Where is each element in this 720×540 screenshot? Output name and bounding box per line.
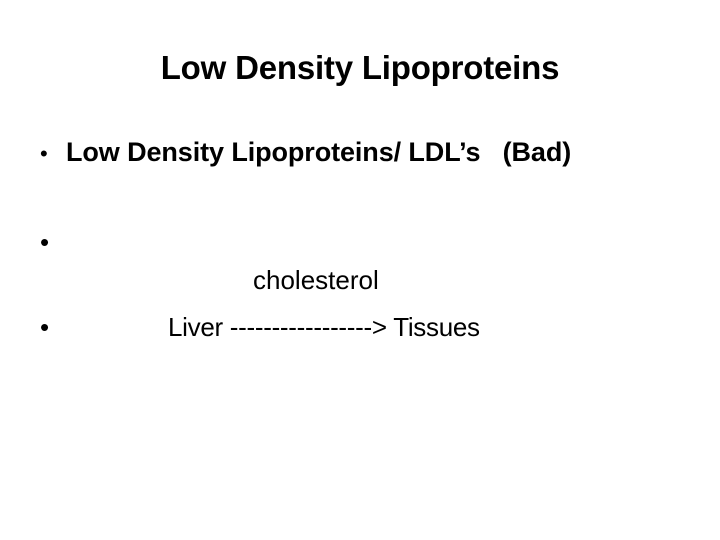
list-item: • Liver -----------------> Tissues: [40, 311, 700, 343]
page-title: Low Density Lipoproteins: [160, 49, 560, 86]
list-item: • Low Density Lipoproteins/ LDL’s (Bad): [40, 136, 700, 170]
bullet-icon: •: [40, 312, 50, 342]
list-item-label: Liver -----------------> Tissues: [168, 312, 480, 342]
cholesterol-label: cholesterol: [253, 265, 379, 295]
bullet-icon: •: [40, 141, 48, 166]
list-item: •: [40, 226, 700, 258]
bullet-icon: •: [40, 227, 50, 257]
list-item-label: Low Density Lipoproteins/ LDL’s (Bad): [66, 137, 572, 167]
